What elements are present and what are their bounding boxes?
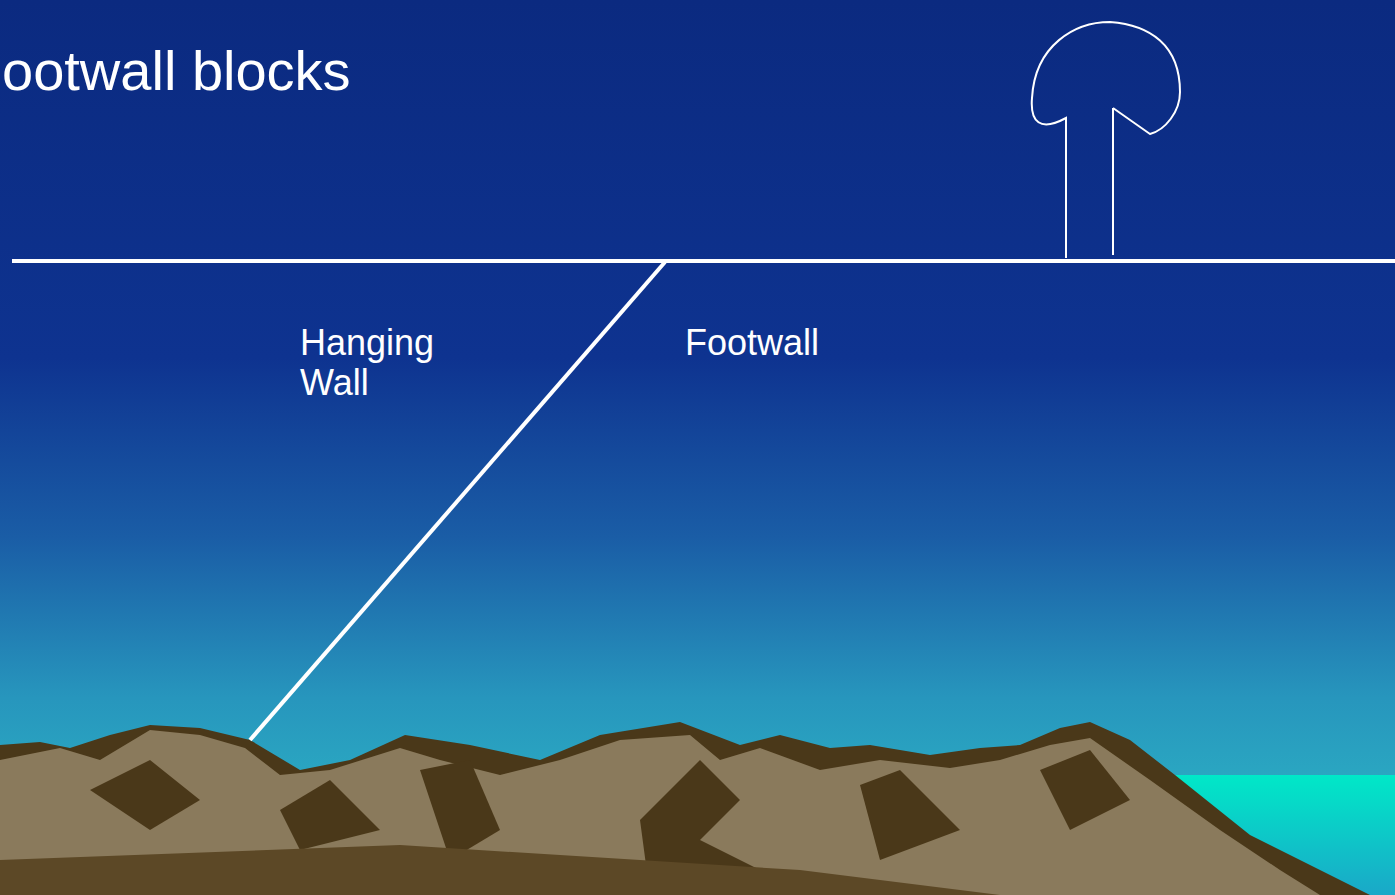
block-label: Hanging Wall: [300, 323, 475, 404]
mountains: [0, 722, 1370, 895]
block-label: Footwall: [685, 323, 985, 363]
tree-outline: [1032, 22, 1180, 258]
ground-surface: [12, 259, 1395, 263]
fault-line: [250, 262, 665, 740]
slide-title: ootwall blocks: [2, 40, 702, 103]
